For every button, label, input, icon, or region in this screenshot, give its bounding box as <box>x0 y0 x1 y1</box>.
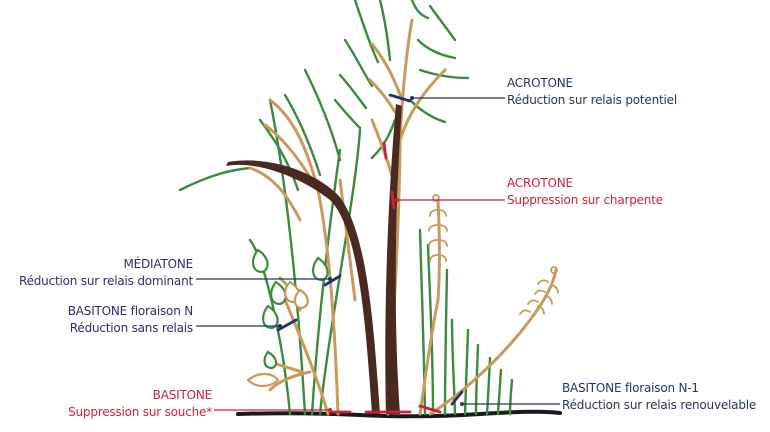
label-basitone-n1: BASITONE floraison N-1 Réduction sur rel… <box>562 380 756 414</box>
label-subtitle: Suppression sur charpente <box>507 193 663 207</box>
label-title: ACROTONE <box>507 76 573 90</box>
label-acrotone-charpente: ACROTONE Suppression sur charpente <box>507 175 663 209</box>
label-mediatone: MÉDIATONE Réduction sur relais dominant <box>19 256 193 290</box>
cut-marks <box>276 93 464 414</box>
label-title: BASITONE floraison N <box>67 304 193 318</box>
leaf-shapes <box>252 248 329 370</box>
fern-fronds <box>428 194 559 315</box>
label-subtitle: Réduction sur relais dominant <box>18 274 193 288</box>
label-subtitle: Réduction sur relais potentiel <box>507 93 677 107</box>
label-subtitle: Réduction sans relais <box>69 321 193 335</box>
leader-lines <box>196 96 560 412</box>
label-basitone: BASITONE Suppression sur souche* <box>68 387 212 421</box>
label-title: BASITONE floraison N-1 <box>562 381 699 395</box>
label-subtitle: Réduction sur relais renouvelable <box>562 398 757 412</box>
label-basitone-n: BASITONE floraison N Réduction sans rela… <box>68 303 193 337</box>
brown-stems <box>226 104 402 414</box>
tan-leaves <box>246 280 309 388</box>
label-acrotone-relais: ACROTONE Réduction sur relais potentiel <box>507 75 677 109</box>
label-subtitle: Suppression sur souche* <box>68 405 212 419</box>
soil-line <box>236 409 562 419</box>
label-title: ACROTONE <box>507 176 573 190</box>
label-title: MÉDIATONE <box>123 257 193 271</box>
label-title: BASITONE <box>152 388 213 402</box>
